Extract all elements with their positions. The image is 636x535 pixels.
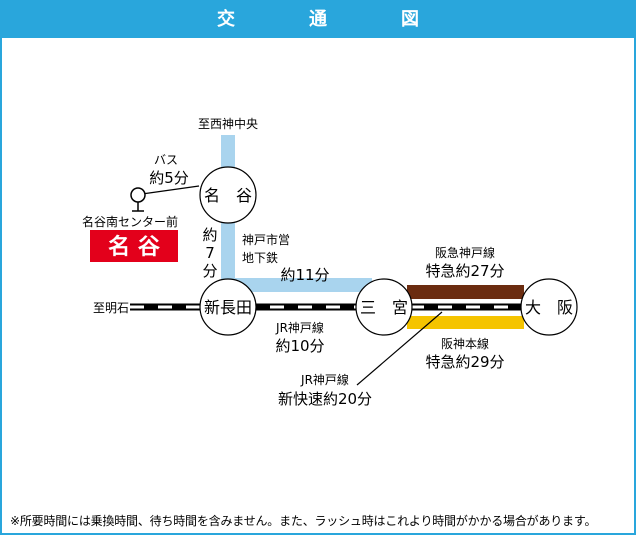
header-title: 交 通 図 [217, 9, 447, 30]
nadani-badge [90, 230, 178, 262]
jr-rapid-pointer [356, 311, 443, 386]
subway-line-shinnagata-sannomiya [227, 278, 372, 292]
label-jr-time: 約10分 [275, 337, 324, 355]
nadani-badge-text: 名 谷 [108, 234, 161, 260]
label-to-seishin: 至西神中央 [198, 116, 258, 131]
bus-route-line [141, 185, 200, 195]
label-subway-name-1: 神戸市営 [242, 232, 290, 247]
label-bus-stop: 名谷南センター前 [82, 214, 178, 229]
label-bus-name: バス [154, 153, 178, 167]
label-jr-rapid-time: 新快速約20分 [278, 390, 372, 408]
hanshin-line [407, 316, 524, 329]
label-hanshin-name: 阪神本線 [441, 336, 489, 351]
station-nadani [199, 166, 257, 224]
label-jr-rapid-name: JR神戸線 [300, 372, 349, 387]
station-name-osaka: 大 阪 [525, 298, 573, 317]
label-hanshin-time: 特急約29分 [425, 353, 504, 371]
subway-line-nadani-shinnagata [221, 207, 235, 287]
footnote: ※所要時間には乗換時間、待ち時間を含みません。また、ラッシュ時はこれより時間がか… [10, 514, 597, 528]
station-name-nadani: 名 谷 [204, 186, 252, 205]
label-jr-name: JR神戸線 [275, 320, 324, 335]
bus-stop-icon [130, 187, 146, 203]
label-to-akashi: 至明石 [93, 301, 129, 315]
station-name-shinnagata: 新長田 [204, 298, 252, 317]
station-name-sannomiya: 三 宮 [360, 298, 408, 317]
label-subway-time-b: 約11分 [280, 266, 329, 284]
station-shinnagata [199, 278, 257, 336]
station-osaka [520, 278, 578, 336]
label-subway-time-1: 約 [202, 226, 217, 244]
label-subway-time-3: 分 [202, 262, 217, 280]
header-bar: 交 通 図 [2, 2, 634, 38]
hankyu-line [407, 285, 524, 299]
label-hankyu-name: 阪急神戸線 [435, 245, 495, 260]
label-subway-name-2: 地下鉄 [242, 250, 278, 265]
label-bus-time: 約5分 [149, 169, 189, 187]
station-sannomiya [355, 278, 413, 336]
label-subway-time-2: 7 [205, 244, 215, 262]
label-hankyu-time: 特急約27分 [425, 262, 504, 280]
